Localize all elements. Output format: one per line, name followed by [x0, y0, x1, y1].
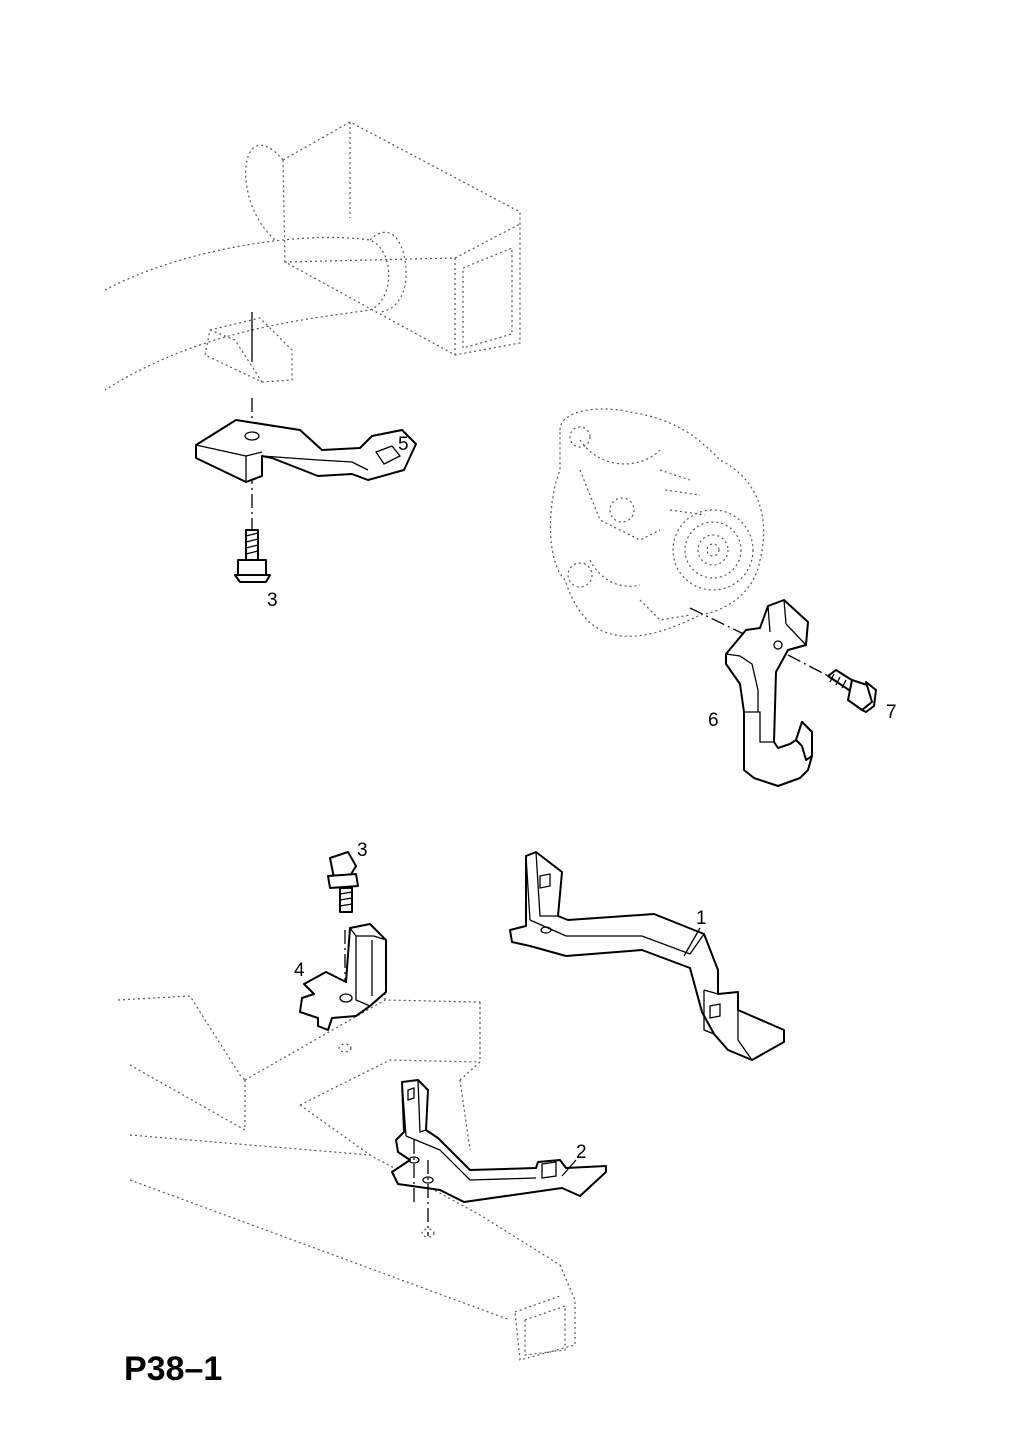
- callout-7: 7: [886, 702, 897, 723]
- lower-frame-context: [117, 975, 576, 1361]
- page-code: P38–1: [124, 1350, 222, 1388]
- part-1-bracket: [509, 851, 785, 1061]
- bolt-3-lower: [327, 851, 359, 913]
- part-4-bracket: [299, 923, 387, 1031]
- upper-frame-context: [104, 121, 521, 391]
- callout-3-lower: 3: [357, 840, 368, 861]
- callout-5: 5: [398, 434, 409, 455]
- part-5-bracket: [195, 419, 417, 483]
- part-6-hook-bracket: [725, 599, 813, 787]
- alternator-axis: [689, 607, 833, 679]
- bolt-7: [827, 669, 877, 713]
- callout-4: 4: [294, 960, 305, 981]
- alternator-context: [549, 408, 765, 637]
- bolt-3-upper: [234, 529, 271, 583]
- callout-1: 1: [696, 908, 707, 929]
- callout-6: 6: [708, 710, 719, 731]
- callout-3-upper: 3: [267, 590, 278, 611]
- part-2-bracket: [391, 1079, 607, 1236]
- callout-2: 2: [576, 1142, 587, 1163]
